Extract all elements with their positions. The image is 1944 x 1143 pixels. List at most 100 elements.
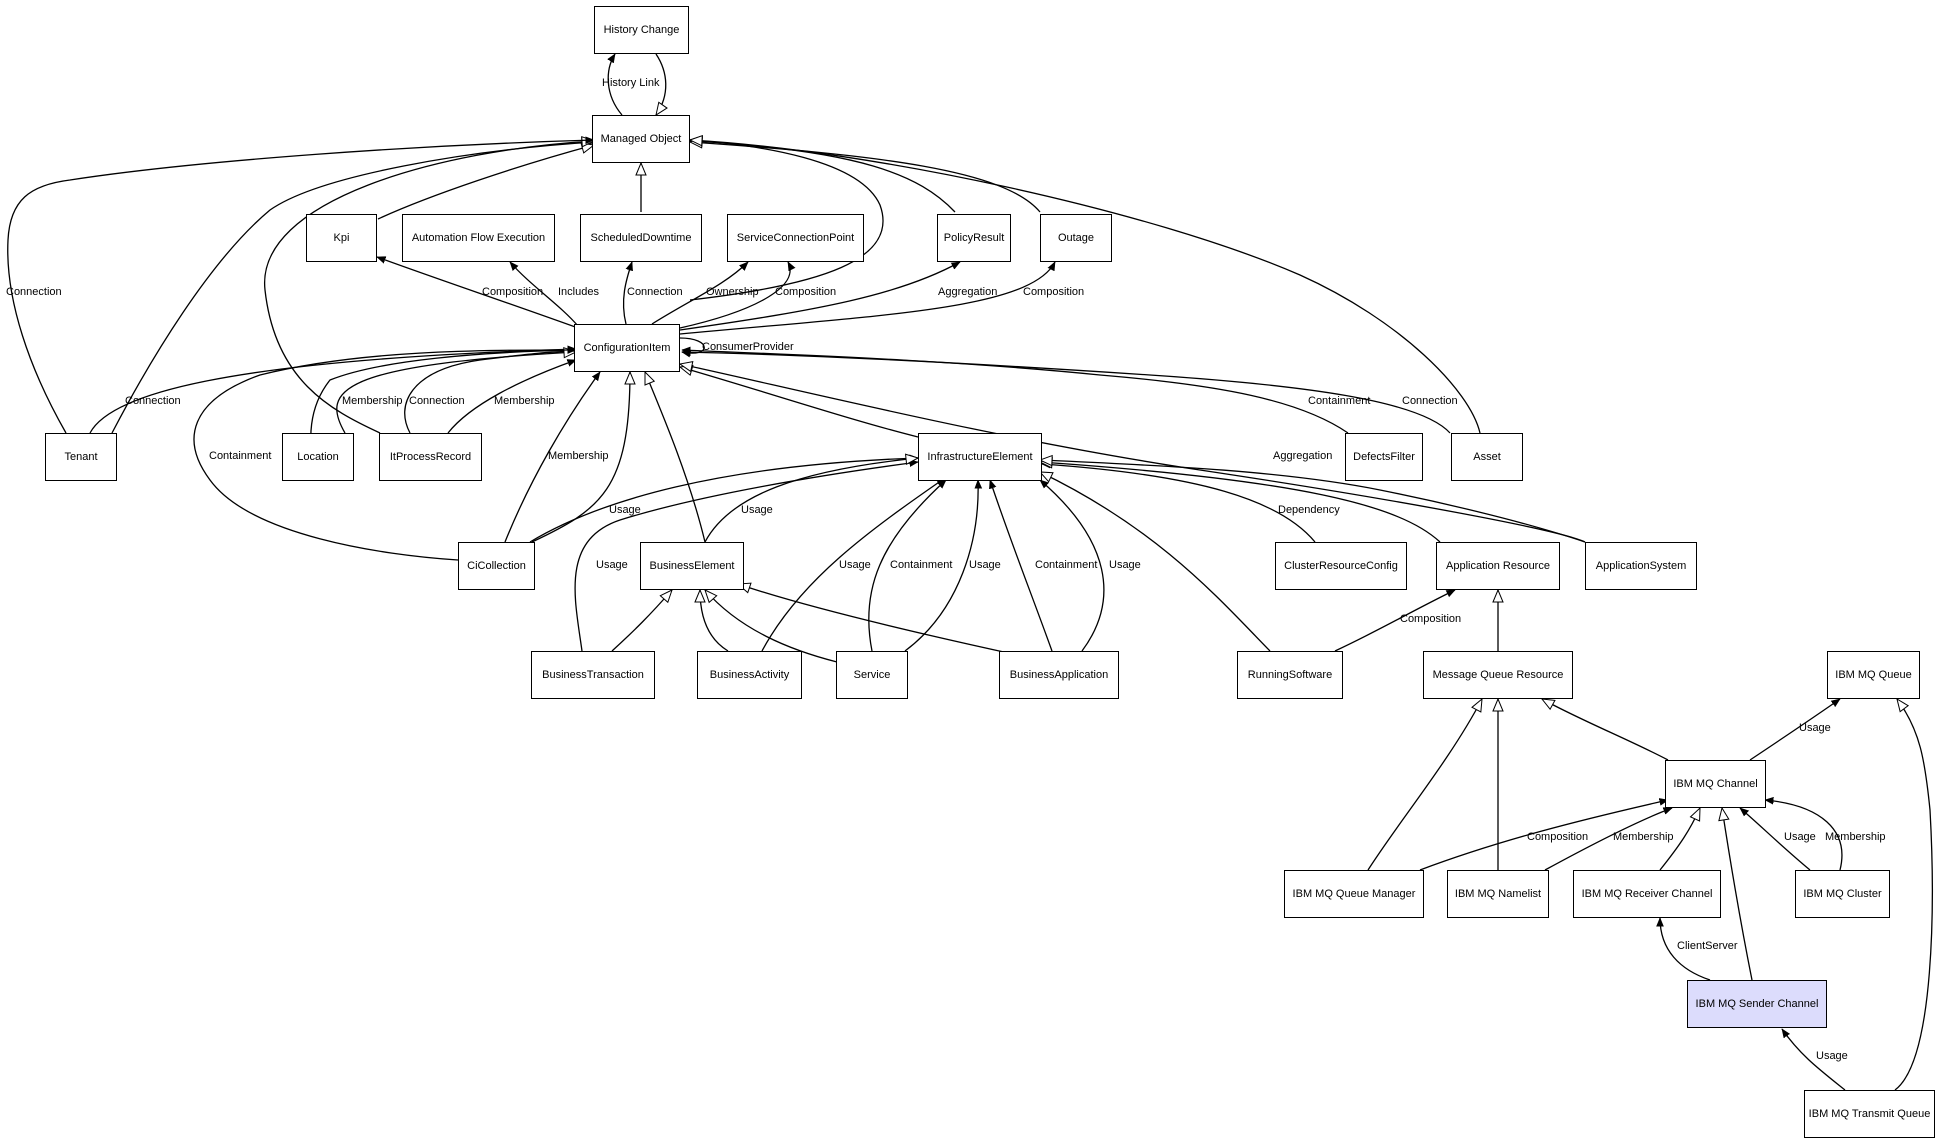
edge-ci-policy xyxy=(679,261,960,331)
label-cicol-usage: Usage xyxy=(609,504,641,516)
node-automation-flow-execution[interactable]: Automation Flow Execution xyxy=(402,214,555,262)
edge-service-usage-ie xyxy=(904,480,978,652)
label-scp-ownership: Ownership xyxy=(706,286,759,298)
node-service[interactable]: Service xyxy=(836,651,908,699)
node-ibm-mq-sender-channel[interactable]: IBM MQ Sender Channel xyxy=(1687,980,1827,1028)
edge-cicol-ci-cont xyxy=(193,350,576,561)
node-ibm-mq-queue[interactable]: IBM MQ Queue xyxy=(1827,651,1920,699)
edge-defects-ci xyxy=(682,350,1349,434)
node-business-element[interactable]: BusinessElement xyxy=(640,542,744,590)
edge-cicol-ci-inh xyxy=(531,372,630,543)
label-itpr-connection: Connection xyxy=(409,395,465,407)
label-bapp-containment: Containment xyxy=(1035,559,1098,571)
node-history-change[interactable]: History Change xyxy=(594,6,689,54)
node-ibm-mq-queue-manager[interactable]: IBM MQ Queue Manager xyxy=(1284,870,1424,918)
edge-location-ci-inh xyxy=(336,352,576,434)
node-policy-result[interactable]: PolicyResult xyxy=(937,214,1011,262)
edge-appsys-ci xyxy=(680,364,1586,543)
edge-tenant-ci xyxy=(89,349,576,434)
label-kpi-composition: Composition xyxy=(482,286,544,298)
edge-ba-ie xyxy=(761,477,945,652)
edge-asset-mo xyxy=(690,140,1481,434)
node-application-resource[interactable]: Application Resource xyxy=(1436,542,1560,590)
edge-bapp-usage-ie xyxy=(1040,480,1105,652)
node-ibm-mq-namelist[interactable]: IBM MQ Namelist xyxy=(1447,870,1549,918)
edge-channel-queue xyxy=(1749,698,1840,761)
edge-rs-ie xyxy=(1040,471,1271,652)
edge-ci-scp-comp xyxy=(679,262,790,329)
edge-bapp-be xyxy=(738,584,1051,663)
label-cicol-containment: Containment xyxy=(209,450,272,462)
edge-bt-be xyxy=(611,590,672,652)
node-infrastructure-element[interactable]: InfrastructureElement xyxy=(918,433,1042,481)
edge-ba-be xyxy=(700,590,729,652)
edge-cicol-ci-memb xyxy=(504,372,601,543)
edge-cluster-channel-usage xyxy=(1740,808,1811,871)
node-scheduled-downtime[interactable]: ScheduledDowntime xyxy=(580,214,702,262)
edge-cluster-channel-memb xyxy=(1765,800,1843,871)
edge-history-link-down xyxy=(656,53,666,115)
edge-itpr-ci-conn xyxy=(404,352,576,434)
label-crc-dependency: Dependency xyxy=(1278,504,1340,516)
node-managed-object[interactable]: Managed Object xyxy=(592,115,690,163)
label-cicol-membership: Membership xyxy=(548,450,609,462)
edge-itpr-ci-memb xyxy=(447,360,576,434)
node-ibm-mq-receiver-channel[interactable]: IBM MQ Receiver Channel xyxy=(1573,870,1721,918)
edge-transmit-queue xyxy=(1894,699,1933,1091)
edge-policy-mo xyxy=(690,141,956,213)
label-sd-connection: Connection xyxy=(627,286,683,298)
label-channel-queue-usage: Usage xyxy=(1799,722,1831,734)
node-cluster-resource-config[interactable]: ClusterResourceConfig xyxy=(1275,542,1407,590)
label-defects-containment: Containment xyxy=(1308,395,1371,407)
edge-be-ie xyxy=(704,458,918,543)
edge-cicol-ie xyxy=(529,458,918,543)
edge-ci-mo xyxy=(690,140,884,301)
node-defects-filter[interactable]: DefectsFilter xyxy=(1345,433,1423,481)
node-outage[interactable]: Outage xyxy=(1040,214,1112,262)
label-ba-usage: Usage xyxy=(839,559,871,571)
label-policy-aggregation: Aggregation xyxy=(938,286,998,298)
node-tenant[interactable]: Tenant xyxy=(45,433,117,481)
node-kpi[interactable]: Kpi xyxy=(306,214,377,262)
label-afe-includes: Includes xyxy=(558,286,599,298)
label-tenant-mo-connection: Connection xyxy=(6,286,62,298)
node-business-transaction[interactable]: BusinessTransaction xyxy=(531,651,655,699)
node-application-system[interactable]: ApplicationSystem xyxy=(1585,542,1697,590)
node-ibm-mq-transmit-queue[interactable]: IBM MQ Transmit Queue xyxy=(1804,1090,1935,1138)
node-asset[interactable]: Asset xyxy=(1451,433,1523,481)
node-configuration-item[interactable]: ConfigurationItem xyxy=(574,324,680,372)
node-service-connection-point[interactable]: ServiceConnectionPoint xyxy=(727,214,864,262)
node-business-activity[interactable]: BusinessActivity xyxy=(697,651,802,699)
label-bapp-usage: Usage xyxy=(1109,559,1141,571)
label-history-link: History Link xyxy=(602,77,660,89)
edge-asset-ci xyxy=(682,352,1451,434)
edge-qm-mqr xyxy=(1367,699,1482,871)
node-running-software[interactable]: RunningSoftware xyxy=(1237,651,1343,699)
node-it-process-record[interactable]: ItProcessRecord xyxy=(379,433,482,481)
edge-tenant-mo-connection xyxy=(7,140,594,434)
edge-appsys-ie xyxy=(1040,460,1586,543)
edge-ci-kpi xyxy=(377,257,579,329)
node-location[interactable]: Location xyxy=(282,433,354,481)
edge-service-be xyxy=(705,590,838,663)
edge-ci-sd xyxy=(622,262,632,325)
node-business-application[interactable]: BusinessApplication xyxy=(999,651,1119,699)
edge-ci-scp-own xyxy=(651,262,748,325)
edge-tenant-mo xyxy=(111,142,594,434)
edge-bt-ie xyxy=(574,462,918,652)
node-message-queue-resource[interactable]: Message Queue Resource xyxy=(1423,651,1573,699)
label-consumer-provider: ConsumerProvider xyxy=(702,341,794,353)
edge-sender-receiver xyxy=(1660,918,1711,981)
label-namelist-membership: Membership xyxy=(1613,831,1674,843)
node-ci-collection[interactable]: CiCollection xyxy=(458,542,535,590)
edge-history-link-up xyxy=(608,54,623,116)
label-asset-connection: Connection xyxy=(1402,395,1458,407)
label-itpr-membership: Membership xyxy=(494,395,555,407)
label-appsys-aggregation: Aggregation xyxy=(1273,450,1333,462)
node-ibm-mq-channel[interactable]: IBM MQ Channel xyxy=(1665,760,1766,808)
edge-rs-appres xyxy=(1334,589,1455,652)
node-ibm-mq-cluster[interactable]: IBM MQ Cluster xyxy=(1795,870,1890,918)
label-cluster-membership: Membership xyxy=(1825,831,1886,843)
label-client-server: ClientServer xyxy=(1677,940,1738,952)
